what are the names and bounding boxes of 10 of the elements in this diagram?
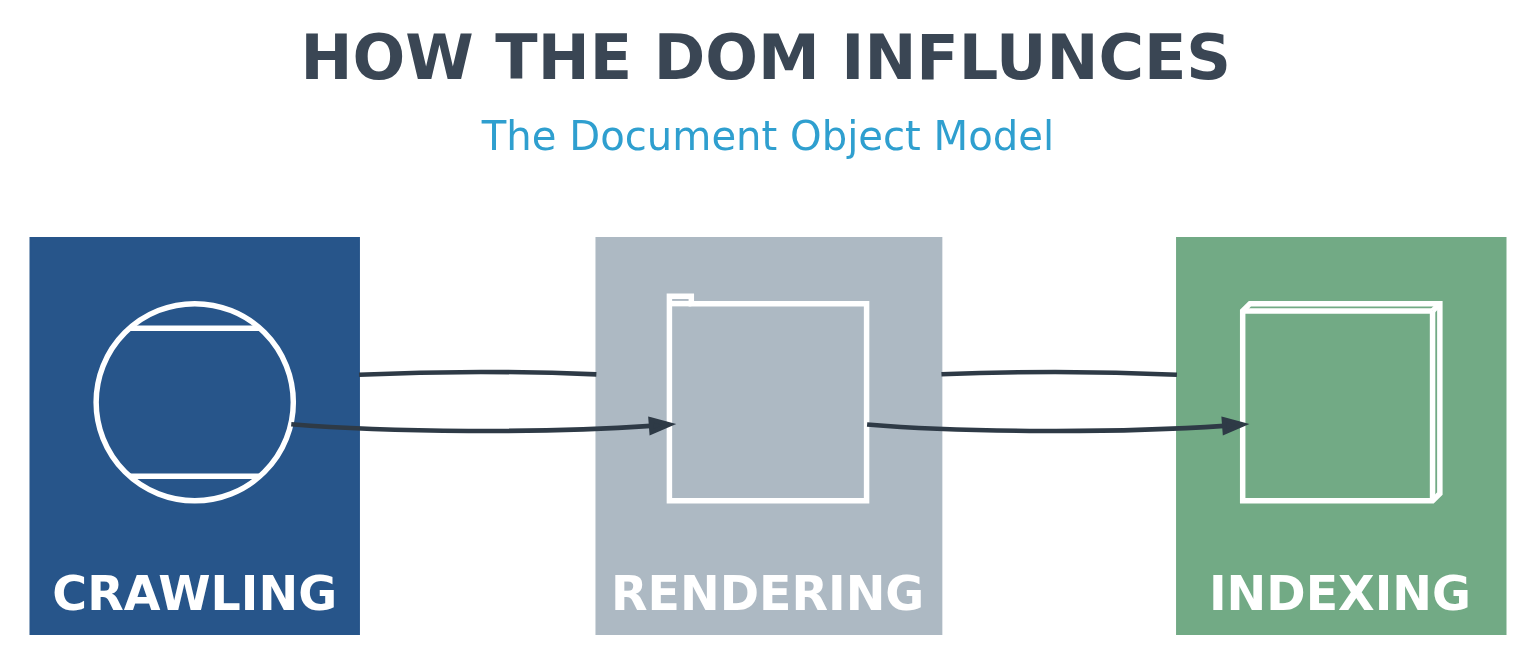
connector (941, 369, 1178, 377)
cluster: INDEXING (1176, 236, 1507, 635)
connector (358, 369, 597, 377)
label: The Document Object Model (481, 112, 1055, 159)
diagram-title: HOW THE DOM INFLUNCES (300, 20, 1232, 94)
arrow (291, 415, 677, 436)
cluster: CRAWLING (29, 236, 360, 635)
cluster: RENDERING (595, 236, 943, 635)
arrow (866, 415, 1250, 436)
node-picture (93, 300, 297, 504)
